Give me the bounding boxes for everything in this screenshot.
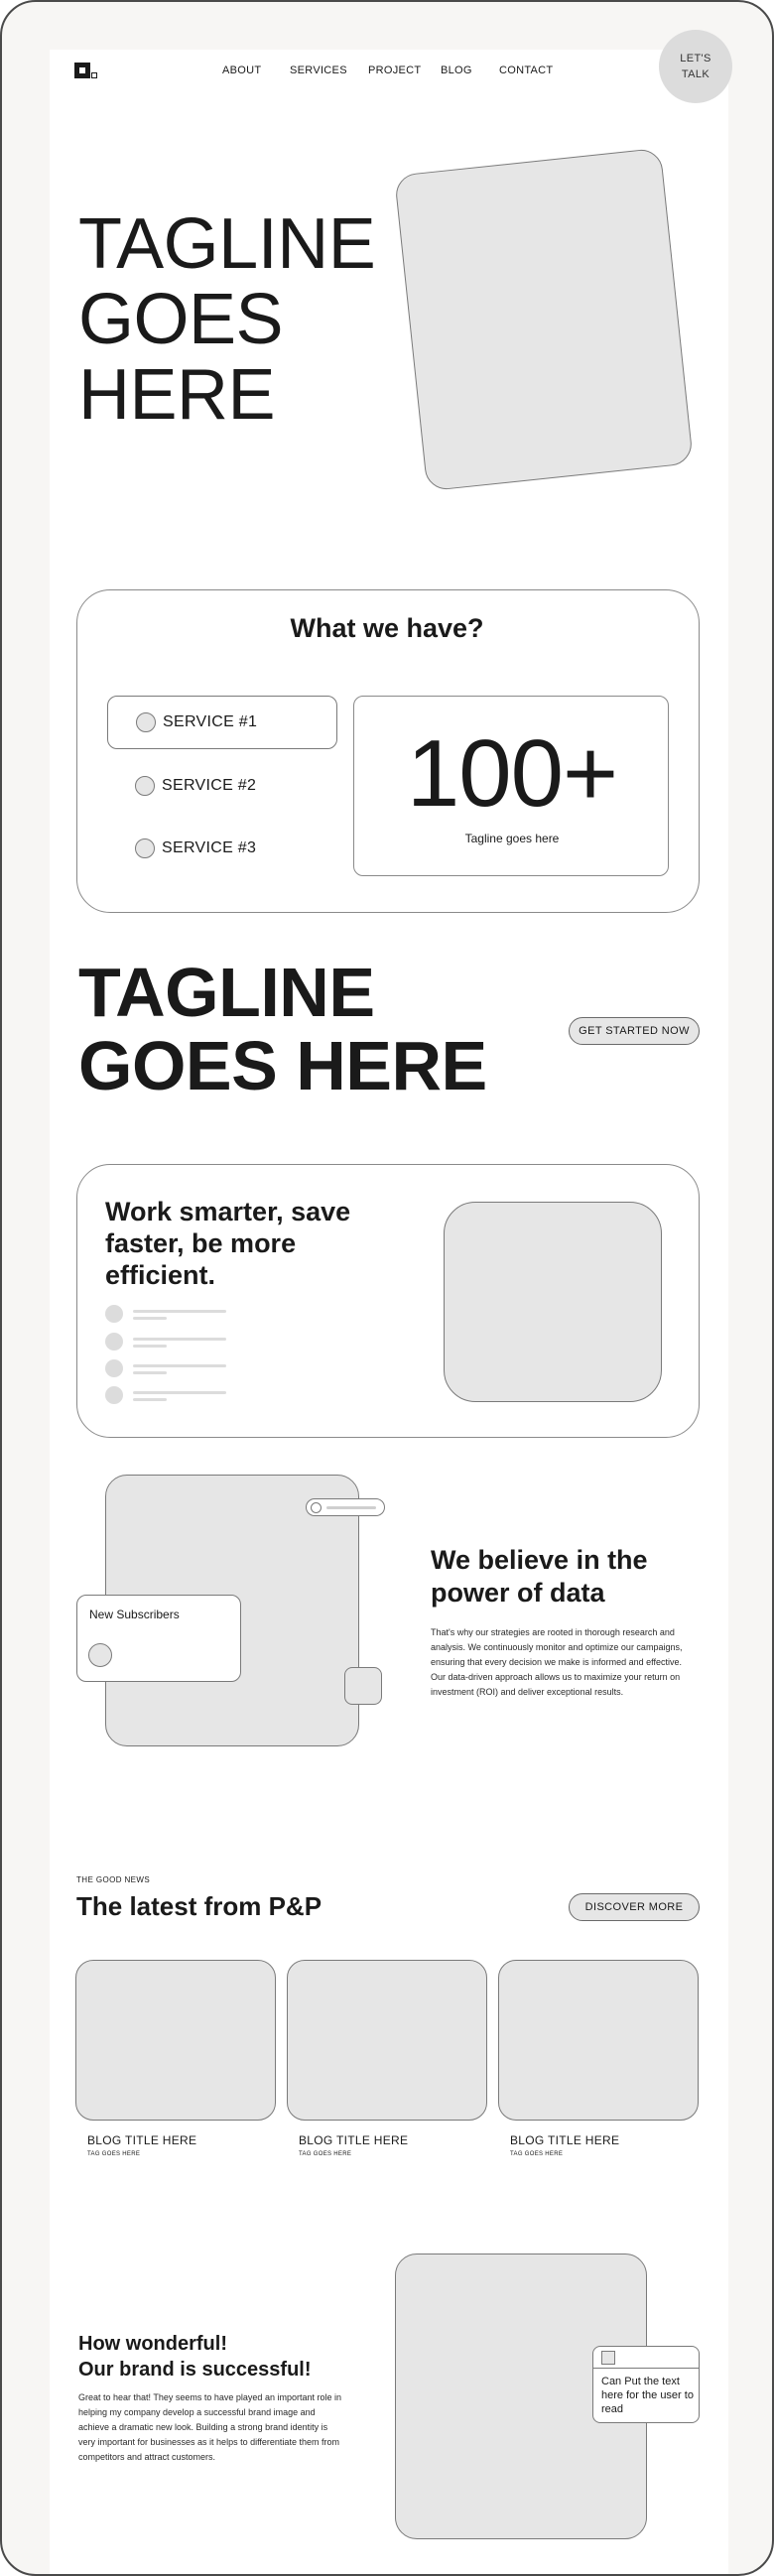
- brand-title: How wonderful! Our brand is successful!: [78, 2333, 312, 2381]
- hero-title: TAGLINE GOES HERE: [78, 204, 376, 435]
- bullet-icon: [105, 1305, 123, 1323]
- blog-eyebrow: THE GOOD NEWS: [76, 1875, 151, 1884]
- widget-placeholder: [344, 1667, 382, 1705]
- blog-card-image[interactable]: [498, 1960, 699, 2121]
- service-label: SERVICE #2: [162, 777, 257, 794]
- circle-icon: [311, 1502, 322, 1513]
- service-item-3[interactable]: SERVICE #3: [107, 822, 337, 875]
- nav-link-services[interactable]: SERVICES: [290, 64, 347, 76]
- blog-post-tag: TAG GOES HERE: [299, 2151, 352, 2157]
- radio-icon: [136, 712, 156, 732]
- service-label: SERVICE #3: [162, 839, 257, 856]
- bullet-icon: [105, 1333, 123, 1351]
- stat-number: 100+: [406, 720, 618, 827]
- blog-post-title[interactable]: BLOG TITLE HERE: [87, 2133, 197, 2147]
- list-item: [105, 1304, 244, 1324]
- blog-card-image[interactable]: [75, 1960, 276, 2121]
- nav-link-project[interactable]: PROJECT: [368, 64, 422, 76]
- brand-body: Great to hear that! They seems to have p…: [78, 2392, 341, 2462]
- avatar: [88, 1643, 112, 1667]
- blog-post-tag: TAG GOES HERE: [87, 2151, 141, 2157]
- lets-talk-button[interactable]: LET'S TALK: [659, 30, 732, 103]
- note-text: Can Put the text here for the user to re…: [601, 2376, 694, 2415]
- stat-card: 100+ Tagline goes here: [353, 696, 669, 876]
- text-note-card: Can Put the text here for the user to re…: [592, 2346, 700, 2423]
- stat-label: Tagline goes here: [464, 832, 560, 845]
- brand-logo[interactable]: [74, 63, 98, 82]
- features-image-placeholder: [444, 1202, 662, 1402]
- service-item-2[interactable]: SERVICE #2: [107, 759, 337, 813]
- nav-link-contact[interactable]: CONTACT: [499, 64, 554, 76]
- data-title: We believe in the power of data: [431, 1545, 648, 1608]
- nav-link-blog[interactable]: BLOG: [441, 64, 472, 76]
- blog-post-tag: TAG GOES HERE: [510, 2151, 564, 2157]
- subscribers-card: New Subscribers: [76, 1595, 241, 1682]
- services-section: [76, 589, 700, 913]
- radio-icon: [135, 776, 155, 796]
- list-item: [105, 1332, 244, 1352]
- features-title: Work smarter, save faster, be more effic…: [105, 1197, 351, 1290]
- hero-image-placeholder: [394, 147, 694, 492]
- bullet-icon: [105, 1359, 123, 1377]
- blog-heading: The latest from P&P: [76, 1891, 322, 1921]
- logo-small-square-icon: [91, 72, 97, 78]
- nav-link-about[interactable]: ABOUT: [222, 64, 262, 76]
- blog-card-image[interactable]: [287, 1960, 487, 2121]
- get-started-button[interactable]: GET STARTED NOW: [569, 1017, 700, 1045]
- bullet-icon: [105, 1386, 123, 1404]
- data-body: That's why our strategies are rooted in …: [431, 1627, 683, 1697]
- blog-post-title[interactable]: BLOG TITLE HERE: [510, 2133, 620, 2147]
- notification-chip: [306, 1498, 385, 1516]
- secondary-tagline: TAGLINE GOES HERE: [78, 954, 487, 1104]
- list-item: [105, 1385, 244, 1405]
- note-card-header: [593, 2347, 699, 2369]
- discover-more-button[interactable]: DISCOVER MORE: [569, 1893, 700, 1921]
- subscribers-label: New Subscribers: [89, 1608, 180, 1621]
- image-icon: [601, 2351, 615, 2365]
- service-item-1[interactable]: SERVICE #1: [107, 696, 337, 749]
- service-label: SERVICE #1: [163, 713, 258, 730]
- logo-square-icon: [74, 63, 90, 78]
- radio-icon: [135, 838, 155, 858]
- blog-post-title[interactable]: BLOG TITLE HERE: [299, 2133, 409, 2147]
- services-title: What we have?: [290, 613, 484, 643]
- list-item: [105, 1358, 244, 1378]
